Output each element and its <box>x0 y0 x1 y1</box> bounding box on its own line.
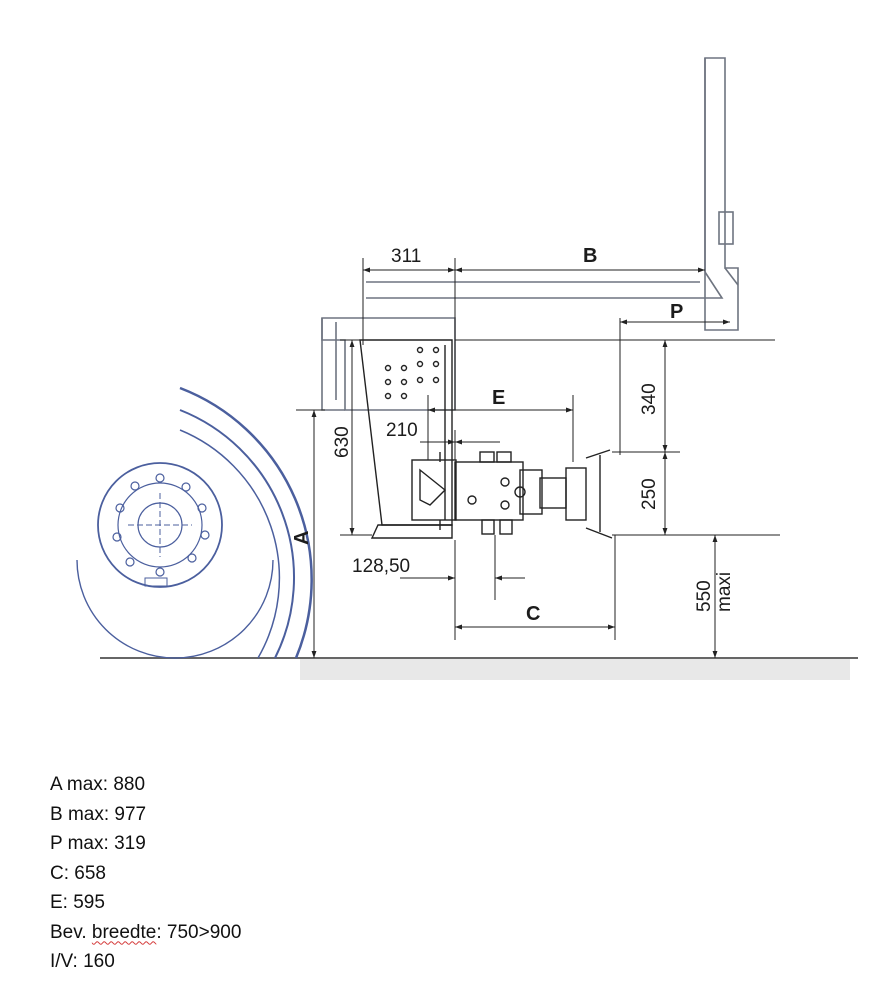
label-a: A <box>291 531 313 545</box>
label-550: 550 <box>694 580 715 612</box>
label-c: C <box>526 603 540 625</box>
dimension-550-maxi: 550 maxi <box>694 535 735 658</box>
label-128-50: 128,50 <box>352 556 410 577</box>
tractor-wheel <box>76 386 313 659</box>
spec-key-prefix: Bev. <box>50 921 92 943</box>
spec-list: A max: 880 B max: 977 P max: 319 C: 658 … <box>50 770 241 977</box>
spec-c: C: 658 <box>50 859 241 889</box>
spec-value: 595 <box>73 892 105 913</box>
label-250: 250 <box>639 478 660 510</box>
spec-a-max: A max: 880 <box>50 770 241 800</box>
spec-e: E: 595 <box>50 888 241 918</box>
spec-bev-breedte: Bev. breedte: 750>900 <box>50 918 241 948</box>
spec-key: C: <box>50 862 69 884</box>
dimension-c: C <box>455 535 616 640</box>
label-maxi: maxi <box>714 572 735 612</box>
label-340: 340 <box>639 383 660 415</box>
ground-strip <box>300 658 850 680</box>
spec-key: I/V: <box>50 951 78 972</box>
spec-key-suffix: : <box>156 921 162 943</box>
label-e: E <box>492 387 505 409</box>
label-630: 630 <box>332 426 353 458</box>
dimension-311: 311 <box>362 246 456 410</box>
spec-key: A max: <box>50 774 109 795</box>
plate-holes <box>384 346 440 400</box>
label-210: 210 <box>386 420 418 441</box>
dimension-630: 630 <box>332 339 372 536</box>
label-p: P <box>670 301 683 323</box>
spec-b-max: B max: 977 <box>50 800 241 830</box>
technical-drawing: 311 B P E 210 630 A <box>76 57 858 680</box>
wheel-bolts <box>112 473 210 577</box>
spec-iv: I/V: 160 <box>50 947 241 977</box>
spec-key-word: breedte <box>91 921 157 943</box>
spec-value: 880 <box>113 774 146 795</box>
spec-key: E: <box>50 892 68 913</box>
label-311: 311 <box>391 246 421 267</box>
dimension-b: B <box>455 245 705 273</box>
spec-value: 160 <box>83 951 115 972</box>
dimension-p: P <box>619 301 730 455</box>
spec-value: 977 <box>114 803 147 825</box>
dimension-340: 340 <box>455 339 775 453</box>
spec-value: 319 <box>114 833 146 854</box>
dimension-128-50: 128,50 <box>352 535 525 640</box>
spec-p-max: P max: 319 <box>50 829 241 859</box>
dimension-e: E <box>427 387 574 462</box>
label-b: B <box>583 245 597 267</box>
dimension-250: 250 <box>612 452 780 536</box>
spec-key: B max: <box>50 803 110 825</box>
spec-key: P max: <box>50 833 109 854</box>
fork-frame <box>321 57 739 411</box>
spec-value: 658 <box>74 862 106 884</box>
clamp-mechanism <box>411 449 613 539</box>
dimension-a: A <box>291 409 325 658</box>
dimension-210: 210 <box>386 420 500 460</box>
spec-value: 750>900 <box>166 921 242 943</box>
